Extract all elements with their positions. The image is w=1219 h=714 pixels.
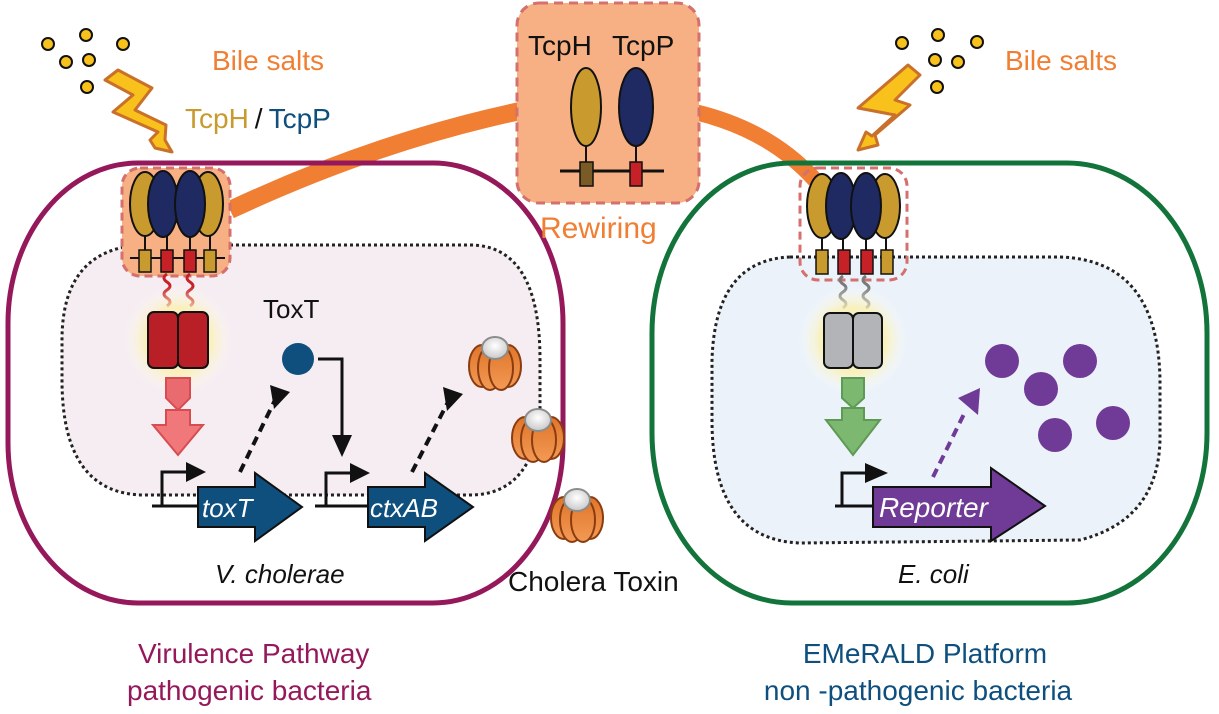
rewiring-tcpp-label: TcpP xyxy=(612,30,674,61)
right-caption-line1: EMeRALD Platform xyxy=(803,638,1047,669)
translation-arrow-reporter xyxy=(931,411,967,478)
vcholerae-receptor-cluster xyxy=(120,166,232,308)
ecoli-outer-membrane xyxy=(649,160,1210,606)
rewiring-connector-left xyxy=(226,101,527,219)
bile-salts-left-label: Bile salts xyxy=(212,45,324,76)
reporter-gene xyxy=(872,466,1047,543)
reporter-gene-label: Reporter xyxy=(879,492,990,523)
right-caption-line2: non -pathogenic bacteria xyxy=(764,675,1073,706)
ecoli-organism-label: E. coli xyxy=(898,559,970,589)
bile-salts-left xyxy=(41,28,130,94)
reporter-proteins xyxy=(985,344,1130,452)
activation-arrow-green xyxy=(823,377,883,457)
bile-salts-right-label: Bile salts xyxy=(1005,45,1117,76)
toxt-protein-label: ToxT xyxy=(263,294,319,324)
translation-arrow-ctxab xyxy=(410,401,450,473)
toxt-promoter xyxy=(152,462,206,508)
ecoli-effector-dimer xyxy=(798,285,908,395)
tcph-label: TcpH xyxy=(185,103,249,134)
lightning-bolt-left-icon xyxy=(103,68,174,154)
toxt-activation-arrow xyxy=(318,357,344,437)
tcpp-label: TcpP xyxy=(269,103,331,134)
toxt-protein xyxy=(282,343,314,375)
ecoli-receptor-cluster xyxy=(798,166,909,310)
left-caption-line1: Virulence Pathway xyxy=(138,638,369,669)
toxt-gene xyxy=(197,471,304,543)
bile-salts-right xyxy=(895,28,984,94)
ctxab-gene xyxy=(367,471,475,543)
toxt-gene-label: toxT xyxy=(202,493,255,523)
rewiring-box xyxy=(515,1,701,205)
slash-label: / xyxy=(255,103,263,134)
tcph-tcpp-label: TcpH/TcpP xyxy=(185,103,331,134)
rewiring-tcph-label: TcpH xyxy=(528,30,592,61)
rewiring-connector-right xyxy=(693,104,821,186)
rewiring-caption: Rewiring xyxy=(540,212,657,245)
ctxab-promoter xyxy=(315,463,370,508)
ctxab-gene-label: ctxAB xyxy=(370,493,438,523)
lightning-bolt-right-icon xyxy=(856,63,922,152)
cholera-toxin-label: Cholera Toxin xyxy=(508,566,679,597)
left-caption-line2: pathogenic bacteria xyxy=(127,675,372,706)
activation-arrow-red xyxy=(150,377,206,457)
translation-arrow-toxt xyxy=(238,399,277,473)
vcholerae-effector-dimer xyxy=(123,285,233,395)
vcholerae-organism-label: V. cholerae xyxy=(215,559,345,589)
cholera-toxin-3 xyxy=(550,488,604,543)
reporter-promoter xyxy=(835,463,888,508)
vcholerae-outer-membrane xyxy=(5,160,566,606)
